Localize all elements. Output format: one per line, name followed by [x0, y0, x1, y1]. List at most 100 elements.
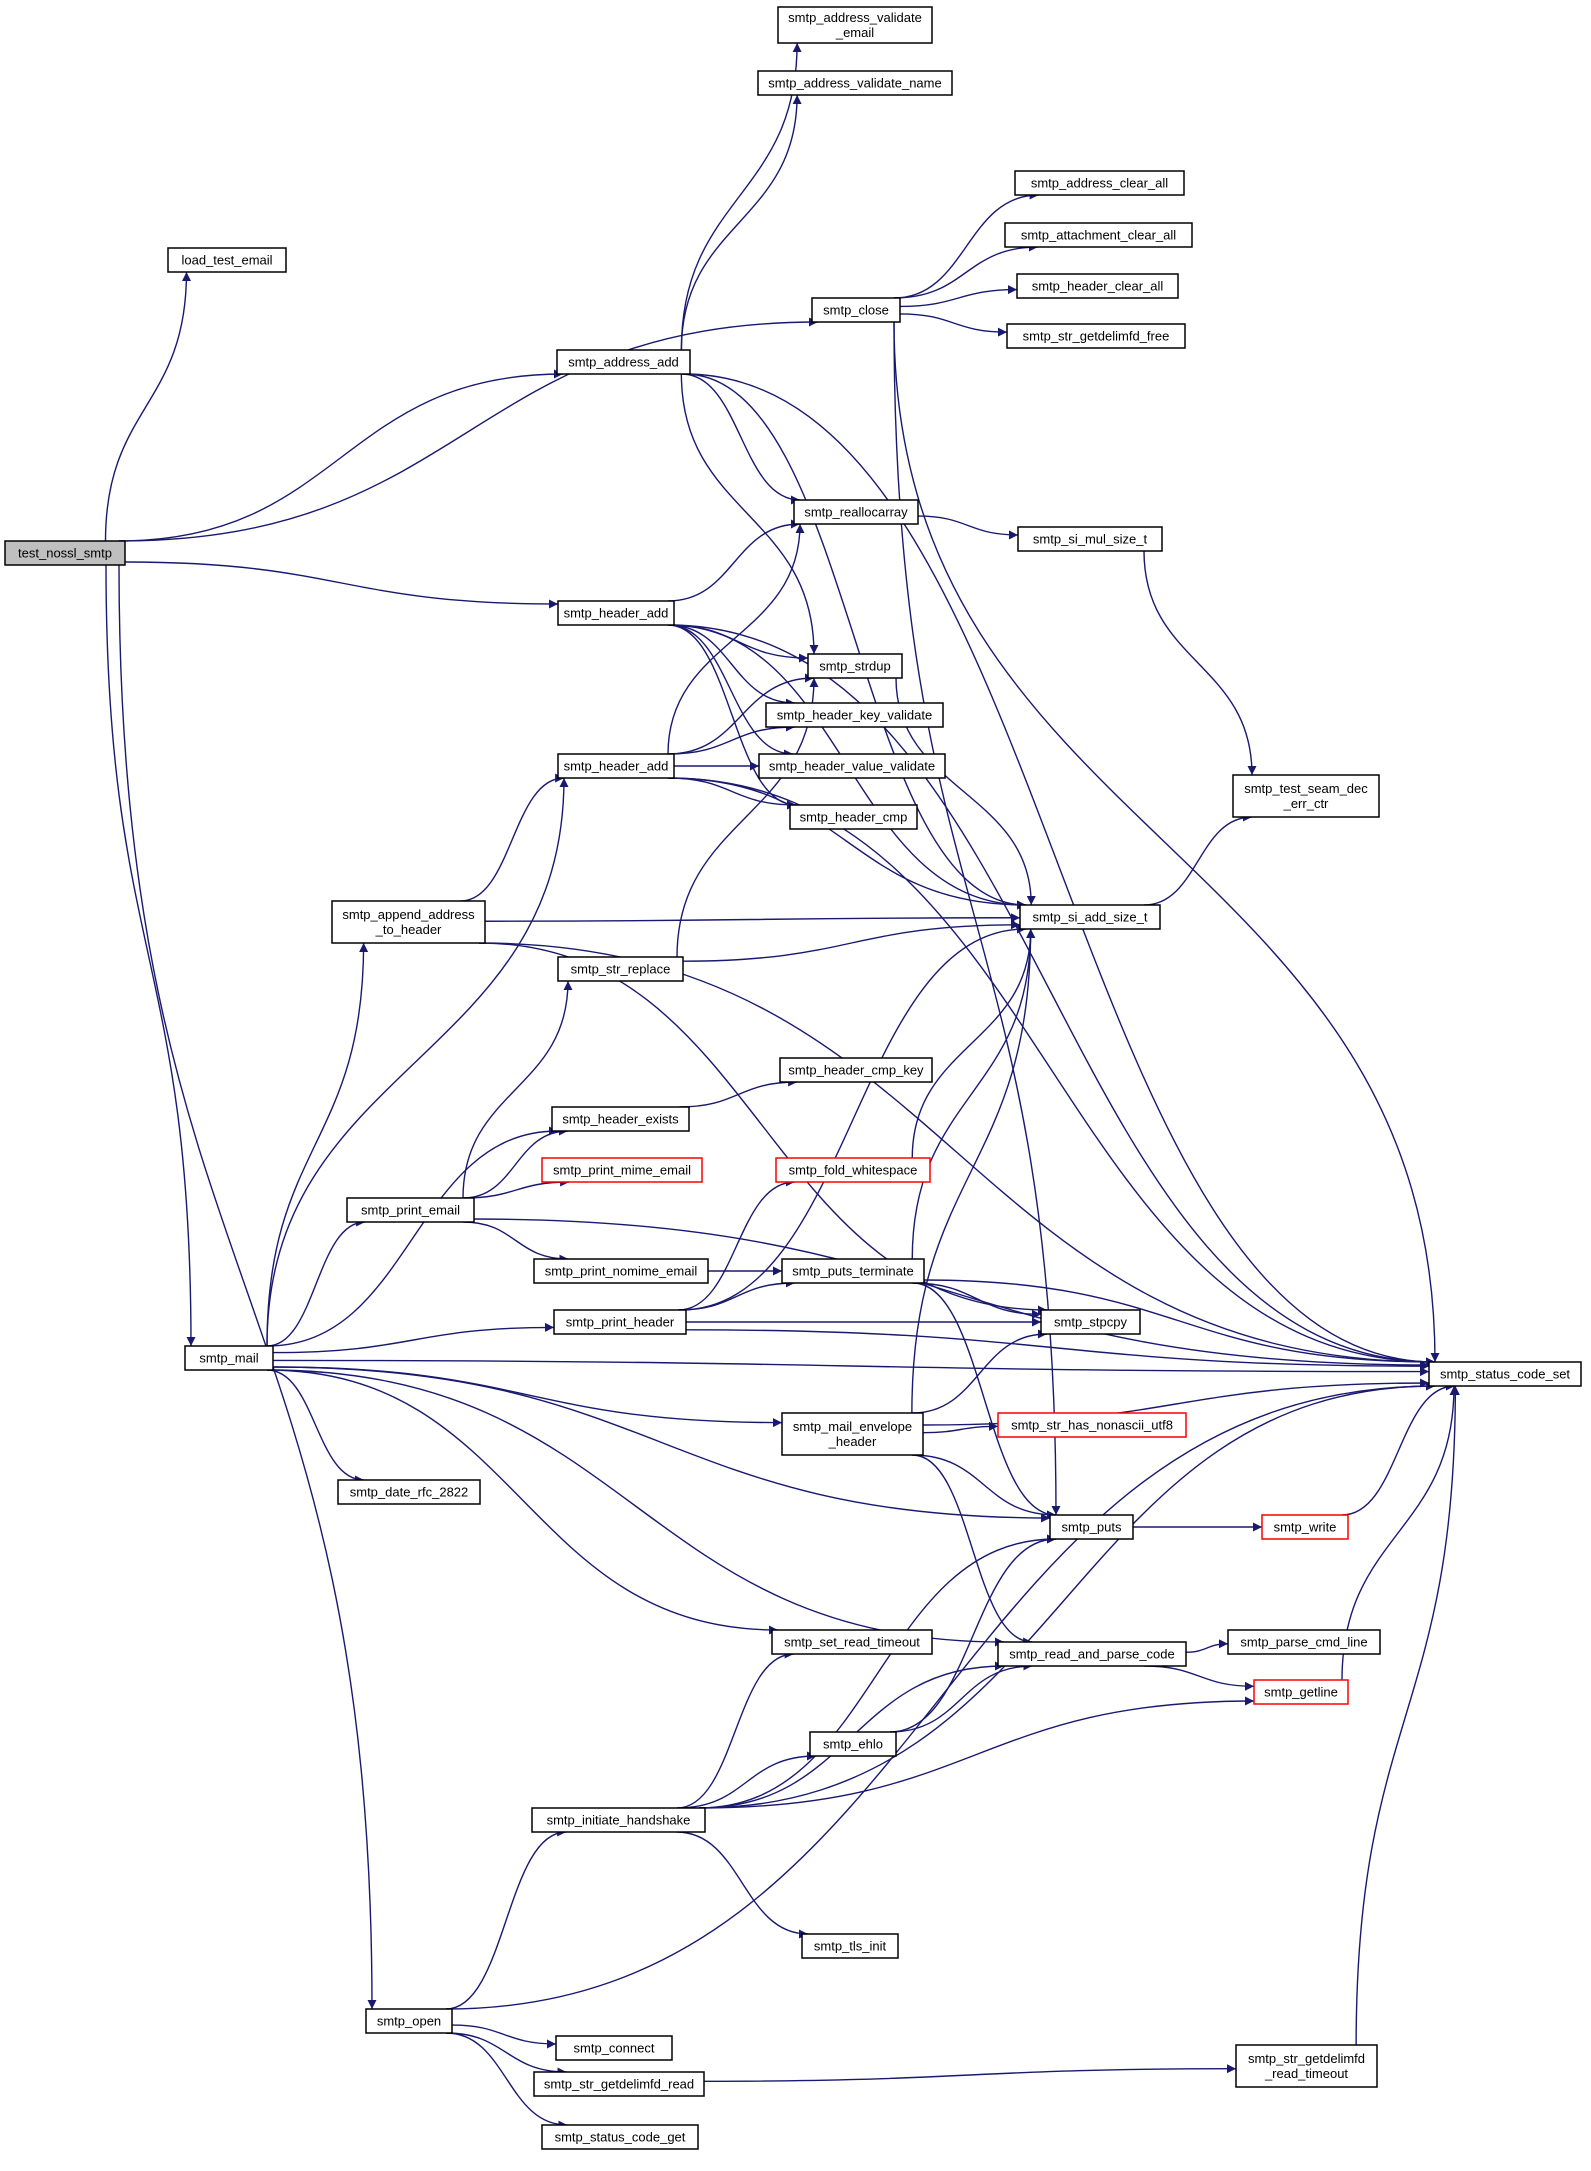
node-smtp-reallocarray[interactable]: smtp_reallocarray	[793, 499, 919, 525]
node-smtp-date-rfc-2822[interactable]: smtp_date_rfc_2822	[337, 1479, 481, 1505]
node-box	[997, 1412, 1187, 1438]
node-smtp-mail-envelope-header[interactable]: smtp_mail_envelope_header	[781, 1412, 924, 1456]
node-smtp-status-code-get[interactable]: smtp_status_code_get	[541, 2124, 699, 2150]
node-smtp-header-add-2[interactable]: smtp_header_add	[557, 753, 675, 779]
node-label: smtp_address_clear_all	[1031, 176, 1168, 191]
node-smtp-attachment-clear-all[interactable]: smtp_attachment_clear_all	[1004, 222, 1193, 248]
node-box	[541, 2124, 699, 2150]
node-label: smtp_fold_whitespace	[789, 1163, 918, 1178]
edge-smtp-initiate-handshake-to-smtp-ehlo	[677, 1751, 817, 1809]
node-smtp-getline[interactable]: smtp_getline	[1253, 1679, 1349, 1705]
node-box	[533, 1258, 709, 1284]
node-smtp-read-and-parse-code[interactable]: smtp_read_and_parse_code	[997, 1641, 1187, 1667]
node-smtp-str-has-nonascii-utf8[interactable]: smtp_str_has_nonascii_utf8	[997, 1412, 1187, 1438]
node-smtp-address-add[interactable]: smtp_address_add	[556, 349, 691, 375]
node-smtp-tls-init[interactable]: smtp_tls_init	[801, 1933, 899, 1959]
edge-smtp-mail-to-smtp-read-and-parse-code	[266, 1369, 1005, 1647]
node-smtp-print-email[interactable]: smtp_print_email	[346, 1197, 475, 1223]
node-smtp-si-mul-size-t[interactable]: smtp_si_mul_size_t	[1017, 526, 1163, 552]
node-smtp-initiate-handshake[interactable]: smtp_initiate_handshake	[531, 1807, 706, 1833]
node-label: smtp_close	[823, 303, 889, 318]
node-smtp-test-seam-dec-err-ctr[interactable]: smtp_test_seam_dec_err_ctr	[1232, 774, 1380, 818]
node-smtp-header-cmp-key[interactable]: smtp_header_cmp_key	[779, 1057, 933, 1083]
node-label: smtp_address_add	[568, 355, 679, 370]
node-smtp-mail[interactable]: smtp_mail	[184, 1345, 274, 1371]
node-smtp-address-validate-name[interactable]: smtp_address_validate_name	[757, 70, 953, 96]
node-box	[541, 1157, 703, 1183]
node-box	[184, 1345, 274, 1371]
edge-smtp-mail-to-smtp-date-rfc-2822	[266, 1369, 365, 1485]
node-label: smtp_str_getdelimfd	[1248, 2051, 1365, 2066]
node-label: smtp_header_cmp	[800, 810, 908, 825]
edge-smtp-close-to-smtp-header-clear-all	[899, 285, 1018, 308]
edge-smtp-header-add-2-to-smtp-si-add-size-t	[667, 777, 1027, 910]
node-label: smtp_header_add	[564, 759, 669, 774]
node-smtp-strdup[interactable]: smtp_strdup	[807, 653, 903, 679]
node-box	[775, 1157, 931, 1183]
edge-smtp-header-add-1-to-smtp-header-key-validate	[667, 624, 795, 708]
edge-smtp-initiate-handshake-to-smtp-tls-init	[676, 1831, 809, 1939]
node-smtp-print-header[interactable]: smtp_print_header	[553, 1309, 687, 1335]
node-smtp-stpcpy[interactable]: smtp_stpcpy	[1040, 1309, 1141, 1335]
node-label: smtp_si_mul_size_t	[1033, 532, 1148, 547]
edge-smtp-open-to-smtp-status-code-set	[445, 1381, 1436, 2010]
node-smtp-header-value-validate[interactable]: smtp_header_value_validate	[758, 753, 946, 779]
node-smtp-str-replace[interactable]: smtp_str_replace	[557, 956, 684, 982]
node-smtp-header-clear-all[interactable]: smtp_header_clear_all	[1016, 273, 1179, 299]
node-smtp-connect[interactable]: smtp_connect	[555, 2035, 673, 2061]
edge-smtp-write-to-smtp-status-code-set	[1341, 1381, 1456, 1516]
node-box	[555, 2035, 673, 2061]
node-smtp-str-getdelimfd-free[interactable]: smtp_str_getdelimfd_free	[1006, 323, 1186, 349]
node-smtp-status-code-set[interactable]: smtp_status_code_set	[1428, 1361, 1582, 1387]
node-label: smtp_header_value_validate	[769, 759, 935, 774]
node-smtp-str-getdelimfd-read-timeout[interactable]: smtp_str_getdelimfd_read_timeout	[1235, 2044, 1378, 2088]
edge-test-nossl-smtp-to-smtp-header-add-1	[124, 561, 559, 609]
node-box	[793, 499, 919, 525]
edge-smtp-append-address-to-header-to-smtp-header-add-2	[460, 773, 565, 902]
node-smtp-open[interactable]: smtp_open	[365, 2008, 453, 2034]
node-box	[337, 1479, 481, 1505]
node-smtp-close[interactable]: smtp_close	[811, 297, 901, 323]
node-smtp-set-read-timeout[interactable]: smtp_set_read_timeout	[771, 1629, 933, 1655]
node-smtp-ehlo[interactable]: smtp_ehlo	[809, 1731, 897, 1757]
edge-smtp-address-add-to-smtp-strdup	[680, 373, 819, 655]
node-label: _header	[828, 1434, 877, 1449]
node-smtp-write[interactable]: smtp_write	[1261, 1514, 1349, 1540]
node-smtp-print-nomime-email[interactable]: smtp_print_nomime_email	[533, 1258, 709, 1284]
node-smtp-append-address-to-header[interactable]: smtp_append_address_to_header	[331, 900, 486, 944]
edge-smtp-close-to-smtp-str-getdelimfd-free	[899, 313, 1008, 337]
node-box	[779, 1057, 933, 1083]
node-label: smtp_str_replace	[571, 962, 671, 977]
edge-smtp-reallocarray-to-smtp-si-mul-size-t	[917, 515, 1019, 540]
edge-smtp-mail-envelope-header-to-smtp-read-and-parse-code	[912, 1454, 1033, 1647]
node-box	[365, 2008, 453, 2034]
edge-smtp-append-address-to-header-to-smtp-status-code-set	[478, 942, 1436, 1367]
node-smtp-header-exists[interactable]: smtp_header_exists	[551, 1106, 690, 1132]
node-load-test-email[interactable]: load_test_email	[167, 247, 287, 273]
node-smtp-puts[interactable]: smtp_puts	[1049, 1514, 1134, 1540]
node-smtp-puts-terminate[interactable]: smtp_puts_terminate	[781, 1258, 925, 1284]
node-label: smtp_read_and_parse_code	[1009, 1647, 1175, 1662]
node-label: smtp_mail	[199, 1351, 258, 1366]
node-label: smtp_print_nomime_email	[545, 1264, 698, 1279]
node-smtp-str-getdelimfd-read[interactable]: smtp_str_getdelimfd_read	[533, 2071, 705, 2097]
node-label: smtp_header_add	[564, 606, 669, 621]
node-smtp-parse-cmd-line[interactable]: smtp_parse_cmd_line	[1227, 1629, 1381, 1655]
node-smtp-header-key-validate[interactable]: smtp_header_key_validate	[765, 702, 944, 728]
node-smtp-address-clear-all[interactable]: smtp_address_clear_all	[1014, 170, 1185, 196]
node-smtp-si-add-size-t[interactable]: smtp_si_add_size_t	[1019, 904, 1161, 930]
edge-smtp-read-and-parse-code-to-smtp-parse-cmd-line	[1185, 1639, 1229, 1653]
node-smtp-fold-whitespace[interactable]: smtp_fold_whitespace	[775, 1157, 931, 1183]
node-smtp-header-cmp[interactable]: smtp_header_cmp	[789, 804, 918, 830]
node-box	[1016, 273, 1179, 299]
node-smtp-header-add-1[interactable]: smtp_header_add	[557, 600, 675, 626]
edge-smtp-open-to-smtp-str-getdelimfd-read	[445, 2032, 567, 2077]
node-smtp-print-mime-email[interactable]: smtp_print_mime_email	[541, 1157, 703, 1183]
node-box	[1006, 323, 1186, 349]
edge-smtp-close-to-smtp-attachment-clear-all	[893, 242, 1038, 299]
edge-smtp-mail-envelope-header-to-smtp-str-has-nonascii-utf8	[922, 1421, 999, 1434]
node-test-nossl-smtp[interactable]: test_nossl_smtp	[4, 540, 126, 566]
node-smtp-address-validate-email[interactable]: smtp_address_validate_email	[777, 6, 933, 44]
edge-test-nossl-smtp-to-smtp-close	[118, 317, 819, 542]
node-box	[758, 753, 946, 779]
